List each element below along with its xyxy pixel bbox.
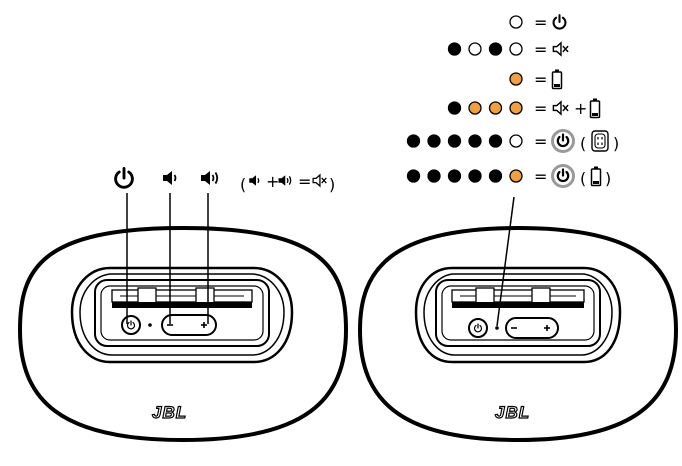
combo-close-paren: ) — [329, 175, 335, 194]
led-callout-line — [496, 196, 515, 327]
led-on-dot — [488, 42, 503, 56]
led-legend-row: = () — [406, 164, 611, 188]
combo-volume-down-icon — [248, 174, 260, 187]
open-paren: ( — [580, 134, 586, 153]
led-amber-dot — [509, 101, 523, 115]
combo-volume-up-icon — [277, 174, 292, 187]
power-button[interactable] — [468, 318, 488, 338]
battery-compartment — [451, 287, 585, 308]
equals-sign: = — [534, 132, 547, 151]
equals-sign: = — [534, 70, 547, 89]
led-amber-dot — [509, 169, 523, 183]
plus-sign: + — [574, 99, 587, 118]
power-icon — [552, 14, 567, 30]
status-led — [148, 323, 152, 327]
power-button-ring-icon — [551, 129, 575, 153]
mute-icon — [552, 42, 569, 56]
equals-sign: = — [534, 167, 547, 186]
led-on-dot — [406, 134, 421, 148]
combo-equals: = — [298, 172, 311, 191]
led-amber-dot — [509, 72, 523, 86]
led-legend-row: = — [509, 68, 563, 90]
brand-logo: JBL — [152, 403, 187, 422]
speaker-right: JBL — [357, 196, 679, 443]
status-led — [495, 326, 499, 330]
led-legend-row: = — [447, 40, 569, 59]
close-paren: ) — [605, 169, 611, 188]
led-on-dot — [488, 134, 503, 148]
battery-low-icon — [589, 97, 601, 119]
led-off-dot — [509, 42, 523, 56]
equals-sign: = — [534, 13, 547, 32]
volume-up-icon — [200, 170, 219, 186]
led-on-dot — [406, 169, 421, 183]
equals-sign: = — [534, 99, 547, 118]
ac-outlet-icon — [591, 130, 609, 152]
power-button-ring-icon — [551, 164, 575, 188]
led-status-legend: ====+=()=() — [406, 13, 619, 188]
brand-logo: JBL — [495, 403, 530, 422]
battery-compartment — [111, 287, 253, 308]
led-on-dot — [447, 169, 462, 183]
equals-sign: = — [534, 40, 547, 59]
volume-rocker[interactable] — [161, 314, 217, 336]
led-amber-dot — [468, 101, 482, 115]
led-on-dot — [447, 101, 462, 115]
led-on-dot — [447, 134, 462, 148]
power-button[interactable] — [121, 315, 141, 335]
mute-icon — [552, 101, 569, 115]
led-off-dot — [468, 42, 482, 56]
combo-open-paren: ( — [240, 175, 246, 194]
led-on-dot — [447, 42, 462, 56]
combo-plus: + — [266, 172, 279, 191]
led-on-dot — [488, 169, 503, 183]
speaker-left: JBL — [17, 193, 349, 443]
volume-rocker[interactable] — [505, 317, 559, 339]
open-paren: ( — [580, 169, 586, 188]
led-off-dot — [509, 134, 523, 148]
led-on-dot — [468, 134, 482, 148]
combo-mute-icon — [312, 174, 327, 187]
led-on-dot — [427, 134, 441, 148]
led-legend-row: = — [509, 13, 567, 32]
battery-icon — [590, 165, 602, 187]
battery-low-icon — [551, 68, 563, 90]
led-on-dot — [468, 169, 482, 183]
power-icon — [114, 166, 134, 189]
volume-down-icon — [162, 170, 177, 186]
led-on-dot — [427, 169, 441, 183]
close-paren: ) — [613, 134, 619, 153]
led-legend-row: =+ — [447, 97, 601, 119]
led-amber-dot — [488, 101, 503, 115]
led-legend-row: = () — [406, 129, 619, 153]
controls-legend: ( + = ) — [114, 166, 335, 194]
led-off-dot — [509, 15, 523, 29]
